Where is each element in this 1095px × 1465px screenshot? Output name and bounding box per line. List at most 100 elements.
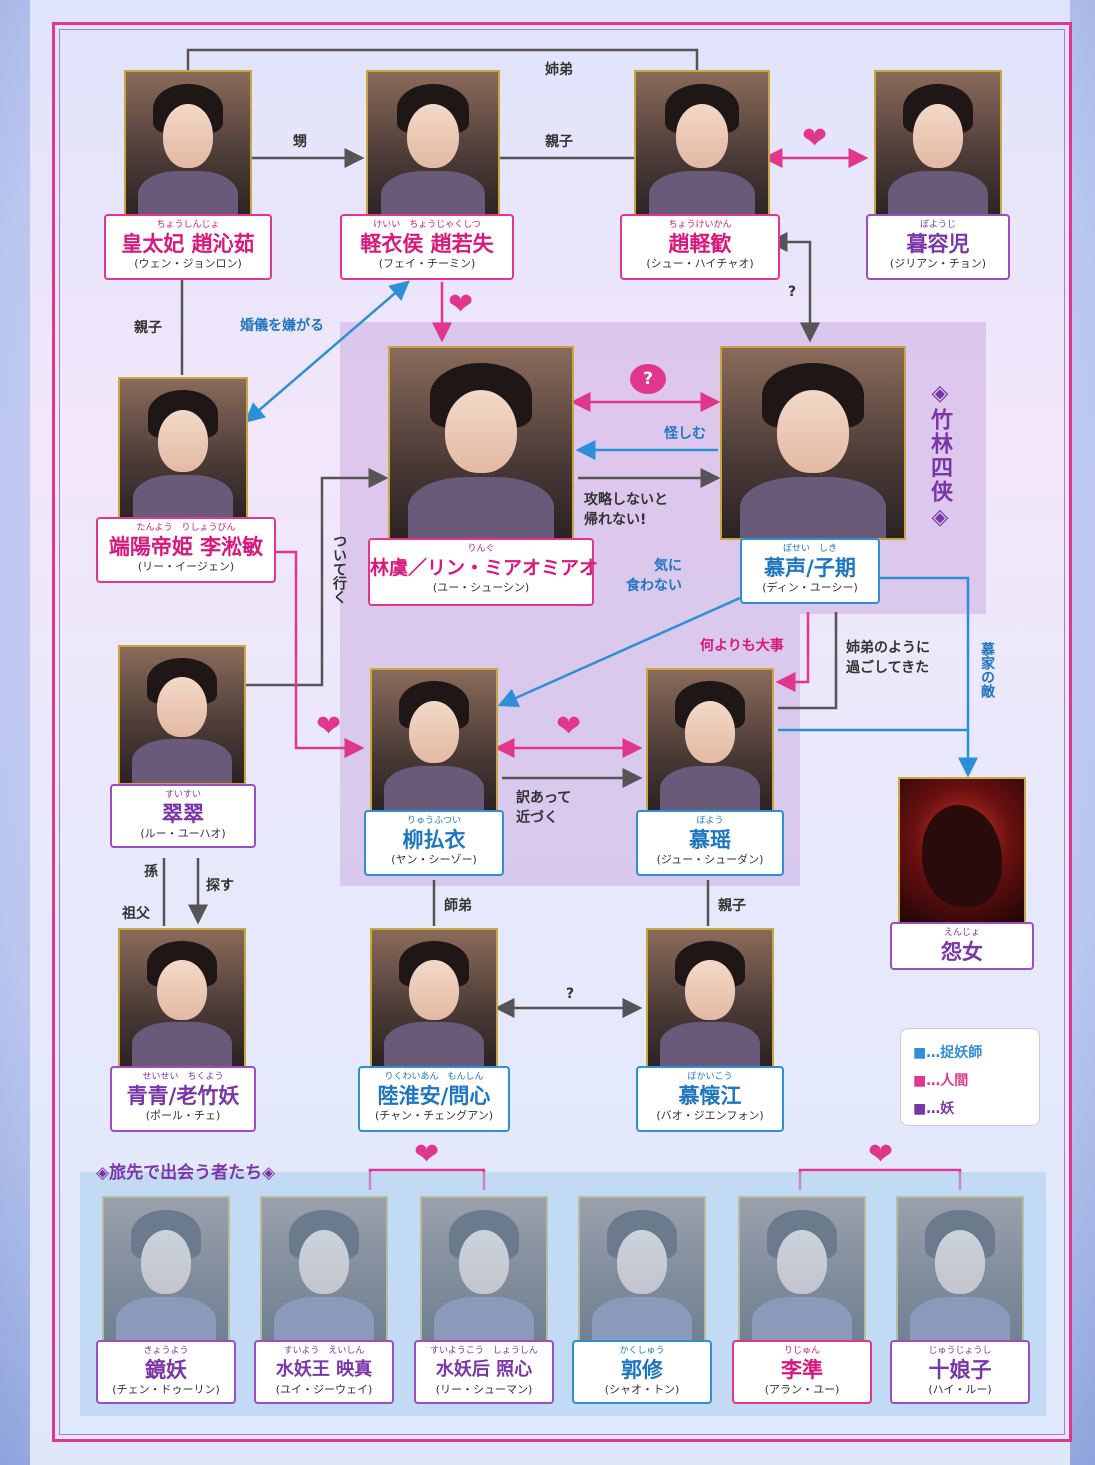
character-name: 慕声/子期 [764,555,856,580]
label-nephew: 甥 [293,134,307,150]
heart-icon: ❤ [414,1137,440,1172]
character-name: 陸淮安/問心 [377,1083,491,1108]
ruby: ぼせい しき [782,544,837,554]
namebox-murong: ぼようじ 暮容児 (ジリアン・チョン) [866,214,1010,280]
actor-name: (リー・シューマン) [435,1383,533,1396]
ruby: じゅうじょうし [928,1346,992,1356]
actor-name: (ヤン・シーゾー) [391,853,477,866]
ruby: えんじょ [943,928,980,938]
label-approach: 訳あって 近づく [516,790,572,826]
heart-icon: ❤ [868,1137,894,1172]
namebox-mohuai: ぼかいこう 慕懐江 (バオ・ジエンフォン) [636,1066,784,1132]
label-must-capture: 攻略しないと 帰れない! [584,492,668,528]
character-name: 端陽帝姫 李淞敏 [108,534,264,559]
actor-name: (アラン・ユー) [764,1383,840,1396]
legend-human: ■…人間 [913,1073,969,1089]
portrait-qingqing [118,928,246,1068]
ruby: ぼようじ [919,220,956,230]
character-name: 青青/老竹妖 [126,1083,240,1108]
actor-name: (ジュー・シューダン) [656,853,764,866]
portrait-moyao [646,668,774,813]
character-name: 李準 [781,1357,823,1382]
ruby: ぼかいこう [687,1072,733,1082]
actor-name: (チャン・チェングアン) [374,1109,494,1122]
label-parent-child-left: 親子 [134,320,162,336]
portrait-murong [874,70,1002,220]
namebox-yuannv: えんじょ 怨女 [890,922,1034,970]
namebox-qingqing: せいせい ちくよう 青青/老竹妖 (ポール・チェ) [110,1066,256,1132]
legend-demon: ■…妖 [913,1101,955,1117]
character-name: 慕懐江 [678,1083,742,1108]
portrait-qingxin [634,70,770,220]
label-suspect: 怪しむ [664,426,706,442]
portrait-lu [370,928,498,1068]
character-name: 怨女 [941,939,983,964]
namebox-moyao: ぼよう 慕瑶 (ジュー・シューダン) [636,810,784,876]
actor-name: (ディン・ユーシー) [762,581,858,594]
namebox-shuiyaohou: すいようこう しょうしん 水妖后 照心 (リー・シューマン) [414,1340,554,1404]
portrait-yuannv [898,777,1026,927]
actor-name: (ウェン・ジョンロン) [134,257,242,270]
namebox-shiniang: じゅうじょうし 十娘子 (ハイ・ルー) [890,1340,1030,1404]
ruby: かくしゅう [619,1346,665,1356]
heart-icon: ❤ [556,709,582,744]
ruby: せいせい ちくよう [142,1072,224,1082]
namebox-cuicui: すいすい 翠翠 (ルー・ユーハオ) [110,784,256,848]
namebox-queen: ちょうしんじょ 皇太妃 趙沁茹 (ウェン・ジョンロン) [104,214,272,280]
ruby: すいよう えいしん [283,1346,365,1356]
portrait-liu [370,668,498,813]
ruby: ぼよう [696,816,724,826]
namebox-ruoshi: けいい ちょうじゃくしつ 軽衣侯 趙若失 (フェイ・チーミン) [340,214,514,280]
character-name: 暮容児 [906,231,970,256]
ruby: すいすい [164,790,201,800]
legend-exorcist: ■…捉妖師 [913,1045,983,1061]
character-name: 翠翠 [162,801,204,826]
portrait-lin [388,346,574,540]
portrait-cuicui [118,645,246,785]
namebox-guoxiu: かくしゅう 郭修 (シャオ・トン) [572,1340,712,1404]
label-follow: ついて行く [331,534,347,604]
namebox-duanyang: たんよう りしょうびん 端陽帝姫 李淞敏 (リー・イージェン) [96,517,276,583]
portrait-queen [124,70,252,220]
outer-border [52,22,1072,1442]
actor-name: (フェイ・チーミン) [378,257,476,270]
inner-border [59,29,1065,1435]
actor-name: (ユイ・ジーウェイ) [275,1383,373,1396]
character-name: 鏡妖 [145,1357,187,1382]
label-most-important: 何よりも大事 [700,638,784,654]
actor-name: (ユー・シューシン) [432,581,530,594]
question-heart-icon: ? [630,364,666,394]
label-parent-child-top: 親子 [545,134,573,150]
ruby: すいようこう しょうしん [430,1346,538,1356]
namebox-jingyao: きょうよう 鏡妖 (チェン・ドゥーリン) [96,1340,236,1404]
heart-icon: ❤ [316,709,342,744]
portrait-duanyang [118,377,248,522]
portrait-ruoshi [366,70,500,220]
character-name: 軽衣侯 趙若失 [360,231,494,256]
namebox-lu: りくわいあん もんしん 陸淮安/問心 (チャン・チェングアン) [358,1066,510,1132]
character-name: 慕瑶 [689,827,731,852]
character-name: 水妖后 照心 [435,1359,533,1380]
actor-name: (ハイ・ルー) [928,1383,992,1396]
character-name: 十娘子 [928,1357,992,1382]
label-hates-marriage: 婚儀を嫌がる [240,318,324,334]
namebox-lizhun: りじゅん 李準 (アラン・ユー) [732,1340,872,1404]
namebox-qingxin: ちょうけいかん 趙軽歓 (シュー・ハイチャオ) [620,214,780,280]
character-name: 皇太妃 趙沁茹 [121,231,255,256]
actor-name: (チェン・ドゥーリン) [112,1383,220,1396]
ruby: りじゅん [783,1346,820,1356]
label-enemy: 慕家の敵 [979,642,995,698]
actor-name: (ポール・チェ) [145,1109,221,1122]
ruby: たんよう りしょうびん [136,523,236,533]
travelers-title: ◈旅先で出会う者たち◈ [96,1163,276,1183]
actor-name: (ジリアン・チョン) [889,257,987,270]
ruby: きょうよう [143,1346,189,1356]
ruby: りくわいあん もんしん [384,1072,484,1082]
namebox-liu: りゅうふつい 柳払衣 (ヤン・シーゾー) [364,810,504,876]
ruby: ちょうけいかん [668,220,732,230]
label-disciple: 師弟 [444,898,472,914]
ruby: けいい ちょうじゃくしつ [373,220,481,230]
label-question-top: ? [788,284,797,300]
heart-icon: ❤ [448,287,474,322]
actor-name: (リー・イージェン) [137,560,235,573]
